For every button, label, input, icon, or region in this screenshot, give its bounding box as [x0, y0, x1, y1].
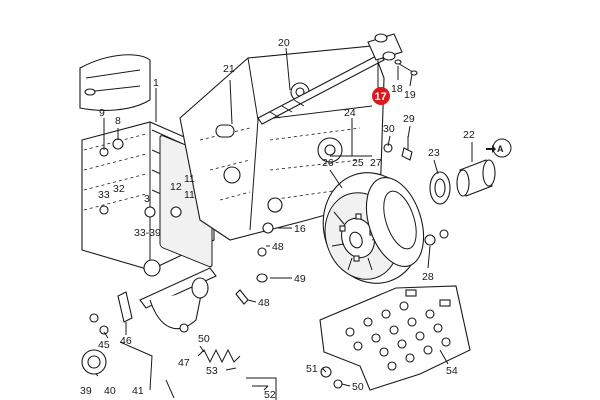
callout-48-upper: 48	[272, 241, 284, 253]
callout-33: 33	[98, 189, 110, 201]
pressure-plate-drawing	[365, 176, 425, 268]
callout-47: 47	[178, 357, 190, 369]
release-bearing-drawing	[429, 159, 496, 205]
highlight-label: 17	[375, 91, 387, 103]
callout-3: 3	[144, 193, 150, 205]
callout-25: 25	[352, 157, 364, 169]
callout-1: 1	[153, 77, 159, 89]
small-hardware-drawings	[89, 138, 343, 389]
callout-12: 12	[170, 181, 182, 193]
callout-51: 51	[306, 363, 318, 375]
callout-24: 24	[344, 107, 356, 119]
callout-28: 28	[422, 271, 434, 283]
callout-18: 18	[391, 83, 403, 95]
callout-29: 29	[403, 113, 415, 125]
callout-26: 26	[322, 157, 334, 169]
leader-lines	[95, 47, 473, 391]
callout-33-39: 33-39	[134, 227, 161, 239]
input-shaft-drawing	[257, 53, 385, 125]
callout-32: 32	[113, 183, 125, 195]
callout-50-floor: 50	[352, 381, 364, 393]
callout-50: 50	[198, 333, 210, 345]
return-spring-drawing	[197, 348, 277, 400]
callout-52: 52	[264, 389, 276, 400]
pedal-linkage-drawing	[81, 259, 217, 399]
callout-9: 9	[99, 107, 105, 119]
sleeve-part-17-drawing	[367, 33, 403, 61]
callout-labels: 1 9 8 21 20 18 19 22 23 24 26 25 27 29 3…	[80, 37, 475, 400]
callout-11-upper: 11	[184, 173, 195, 185]
bolt-drawings	[383, 136, 449, 246]
callout-19: 19	[404, 89, 416, 101]
callout-30: 30	[383, 123, 395, 135]
callout-49: 49	[294, 273, 306, 285]
callout-21: 21	[223, 63, 235, 75]
callout-46: 46	[120, 335, 132, 347]
callout-27: 27	[370, 157, 382, 169]
callout-11-lower: 11	[184, 189, 195, 201]
callout-20: 20	[278, 37, 290, 49]
floor-plate-drawing	[319, 285, 471, 391]
callout-39: 39	[80, 385, 92, 397]
callout-48-lower: 48	[258, 297, 270, 309]
callout-40: 40	[104, 385, 116, 397]
seat-plate-drawing	[79, 54, 151, 111]
callout-8: 8	[115, 115, 121, 127]
view-marker-label: A	[497, 144, 504, 154]
callout-22: 22	[463, 129, 475, 141]
callout-16: 16	[294, 223, 306, 235]
highlight-badge-17[interactable]: 17	[372, 87, 390, 105]
callout-54: 54	[446, 365, 458, 377]
view-marker-a: A	[486, 138, 512, 158]
callout-41: 41	[132, 385, 144, 397]
callout-45: 45	[98, 339, 110, 351]
spring-pin-drawing	[394, 59, 418, 76]
arrow-right-circle-icon	[486, 145, 496, 153]
callout-53: 53	[206, 365, 218, 377]
callout-23: 23	[428, 147, 440, 159]
